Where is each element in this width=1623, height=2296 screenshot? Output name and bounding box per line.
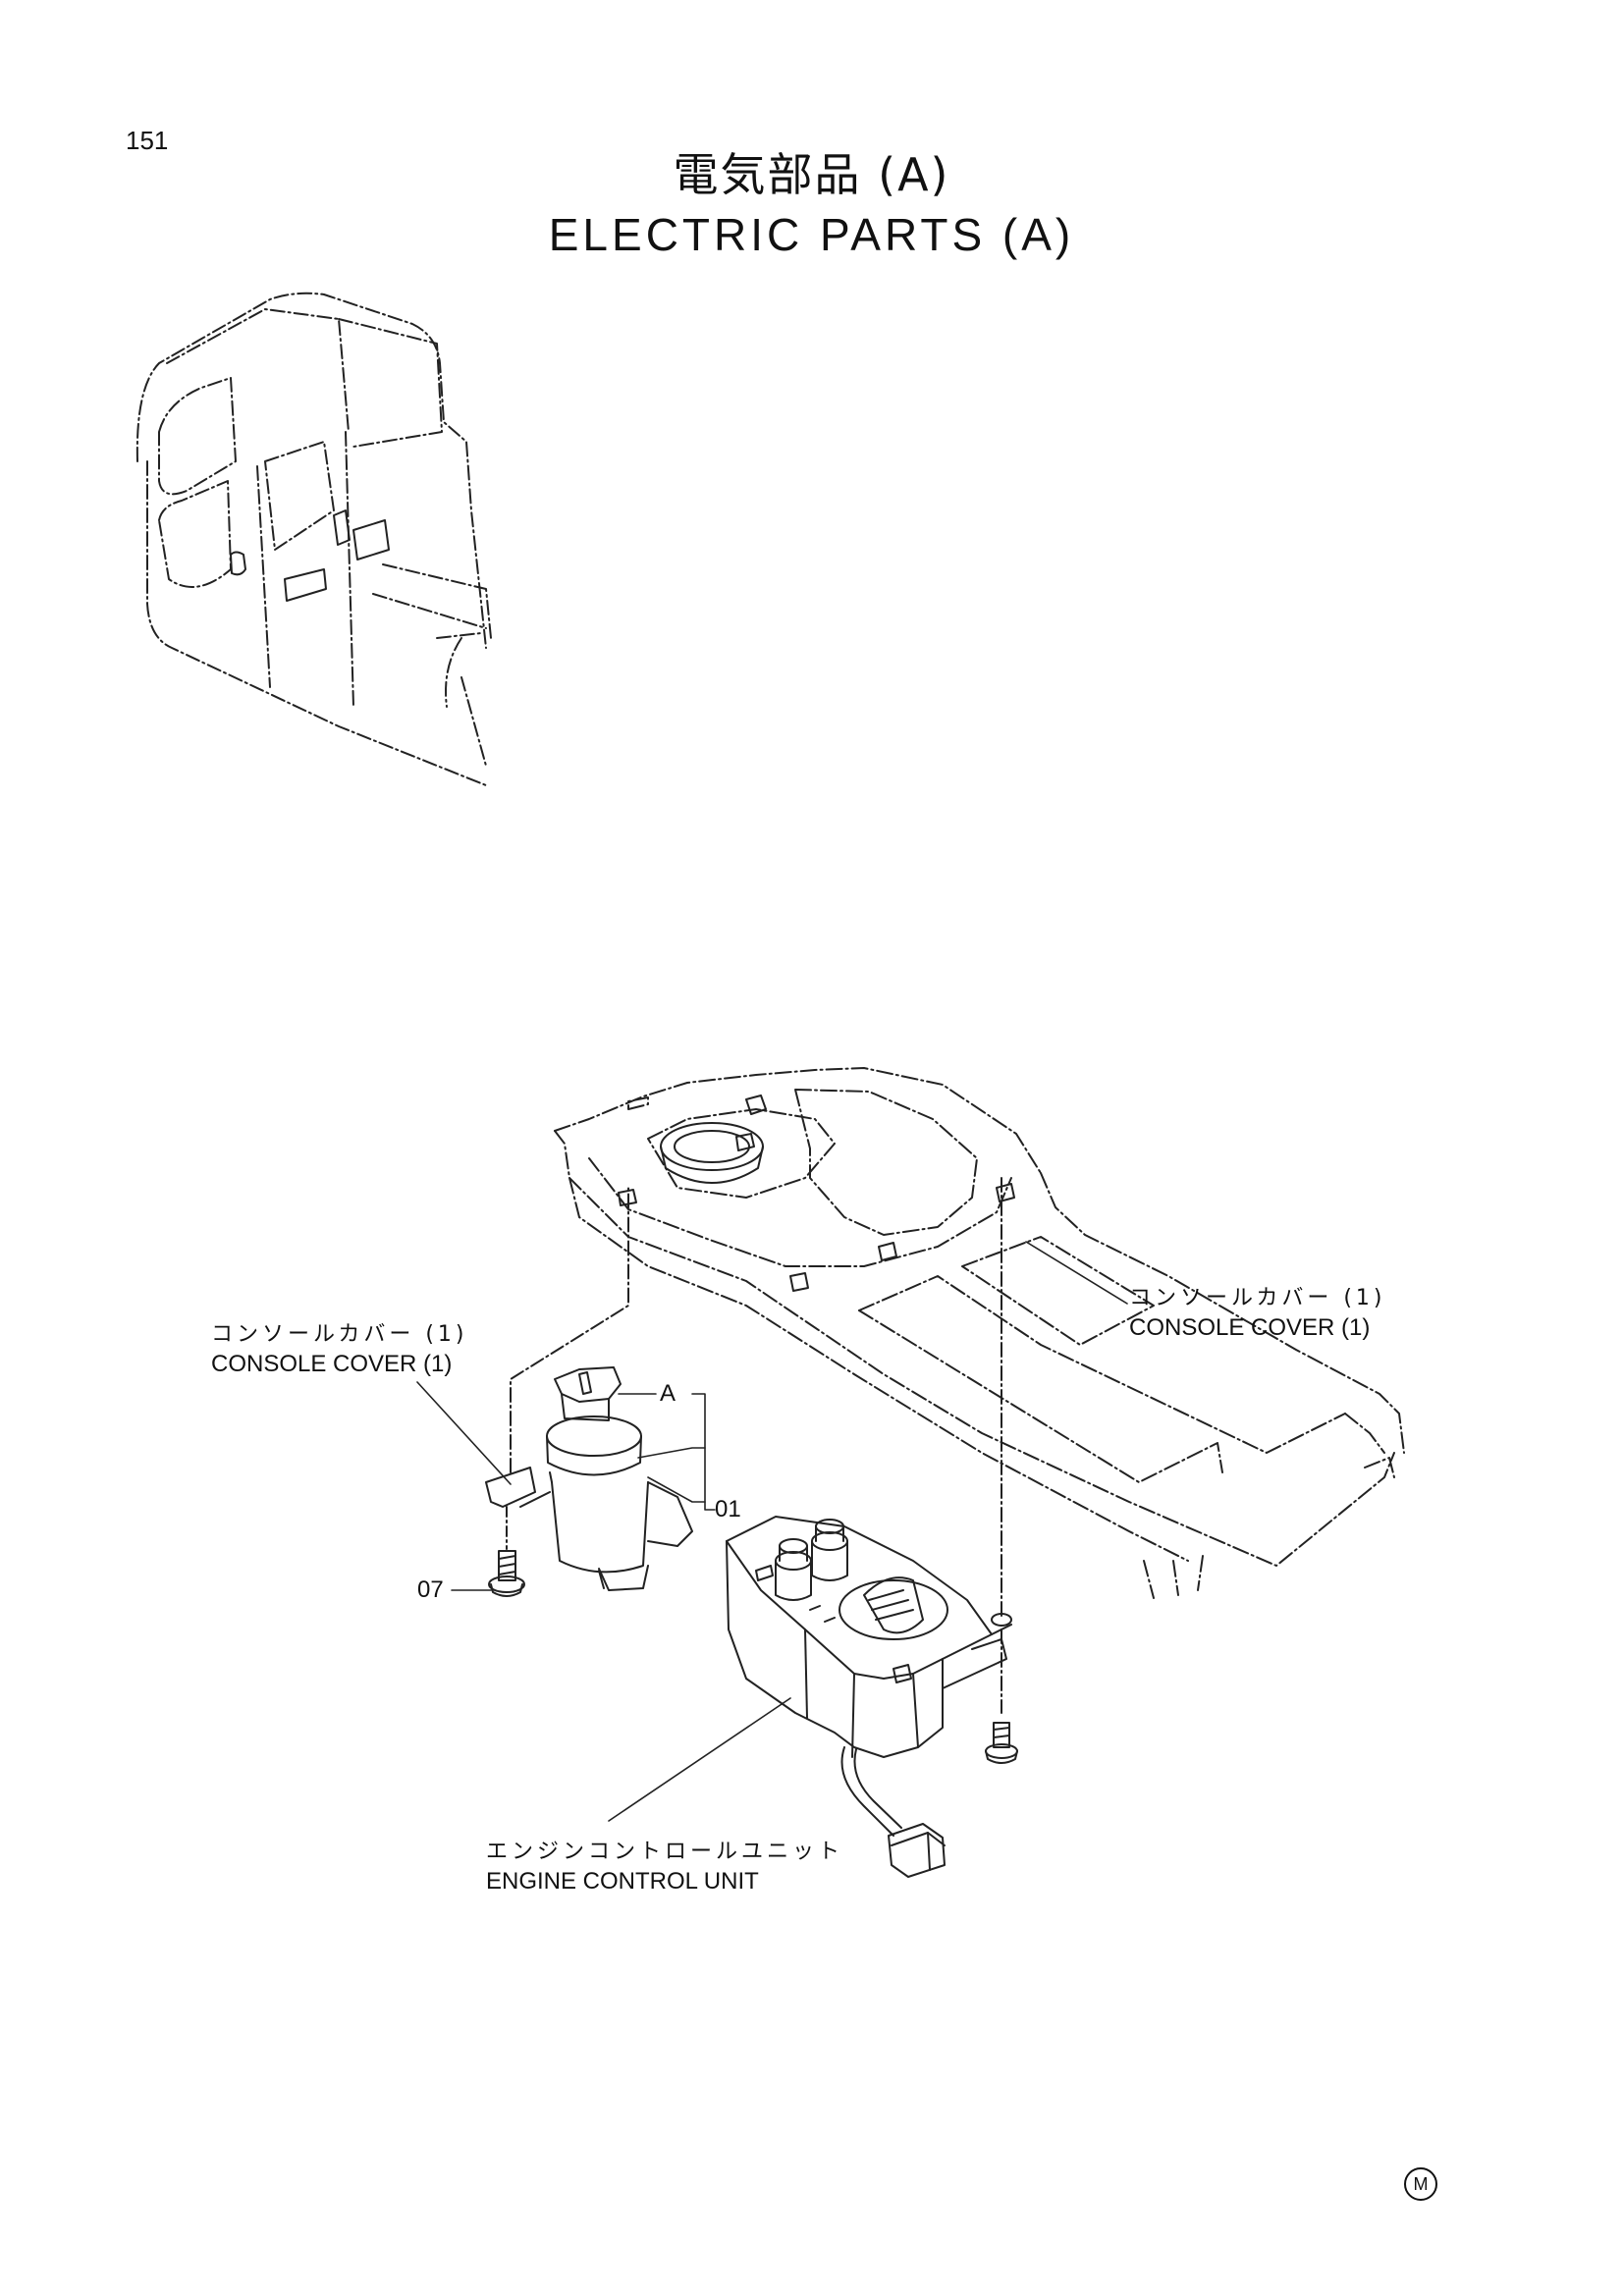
console-cover-bosses <box>618 1095 1015 1292</box>
page-title-japanese: 電気部品 (A) <box>673 148 950 201</box>
label-engine-control-unit-en: ENGINE CONTROL UNIT <box>486 1868 759 1895</box>
label-ref-a: A <box>660 1380 676 1407</box>
circled-m-mark: M <box>1404 2167 1437 2201</box>
console-screw-illustration <box>985 1177 1018 1764</box>
key-switch-illustration <box>485 1366 693 1591</box>
label-console-cover-right-jp: コンソールカバー (1) <box>1129 1286 1386 1310</box>
label-console-cover-left: コンソールカバー (1) CONSOLE COVER (1) <box>211 1320 468 1379</box>
page-number: 151 <box>126 126 169 155</box>
key-switch-guide-lines <box>510 1187 629 1473</box>
label-engine-control-unit: エンジンコントロールユニット ENGINE CONTROL UNIT <box>486 1838 843 1896</box>
label-part-01: 01 <box>715 1496 741 1522</box>
label-engine-control-unit-jp: エンジンコントロールユニット <box>486 1840 844 1864</box>
console-cover-illustration <box>554 1067 1405 1599</box>
cab-overview-illustration <box>135 292 492 786</box>
leader-lines <box>416 1241 1128 1822</box>
label-console-cover-right: コンソールカバー (1) CONSOLE COVER (1) <box>1129 1284 1386 1343</box>
page-title-english: ELECTRIC PARTS (A) <box>548 209 1075 260</box>
label-console-cover-right-en: CONSOLE COVER (1) <box>1129 1314 1371 1341</box>
label-part-07: 07 <box>417 1576 444 1603</box>
page-title: 電気部品 (A) ELECTRIC PARTS (A) <box>0 145 1623 265</box>
screw-illustration <box>488 1506 525 1597</box>
engine-control-unit-illustration <box>726 1516 1012 1878</box>
cab-switch-panel-detail <box>230 509 390 602</box>
label-console-cover-left-jp: コンソールカバー (1) <box>211 1322 468 1347</box>
label-console-cover-left-en: CONSOLE COVER (1) <box>211 1351 453 1377</box>
console-cover-window <box>660 1122 764 1184</box>
